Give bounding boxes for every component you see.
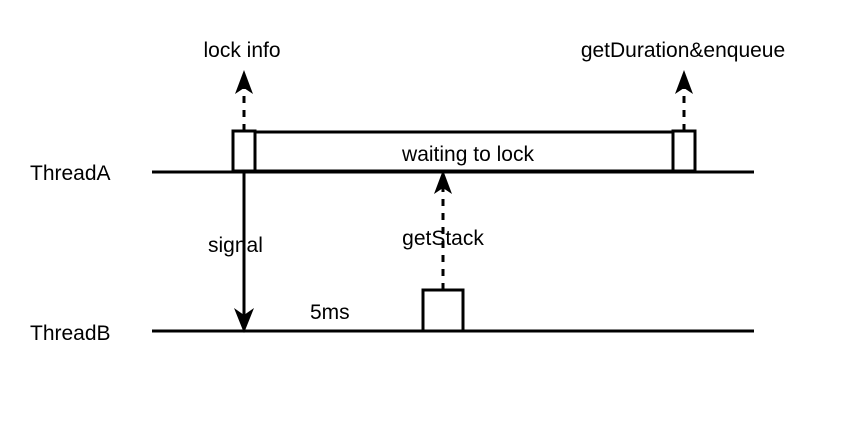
get-stack-arrowhead bbox=[434, 170, 452, 194]
get-stack-label: getStack bbox=[402, 227, 484, 250]
lock-info-activation bbox=[231, 129, 257, 173]
waiting-to-lock-label: waiting to lock bbox=[401, 143, 534, 166]
threadA-label: ThreadA bbox=[30, 162, 111, 185]
five-ms-label: 5ms bbox=[310, 301, 350, 324]
lock-info-label: lock info bbox=[203, 39, 280, 62]
signal-label: signal bbox=[208, 234, 263, 257]
threadB-label: ThreadB bbox=[30, 322, 111, 345]
lock-info-arrowhead bbox=[235, 70, 253, 94]
get-duration-activation bbox=[671, 129, 697, 173]
get-duration-arrowhead bbox=[675, 70, 693, 94]
get-stack-activation bbox=[421, 288, 465, 333]
get-duration-enqueue-label: getDuration&enqueue bbox=[581, 39, 785, 62]
signal-arrowhead bbox=[234, 308, 254, 333]
